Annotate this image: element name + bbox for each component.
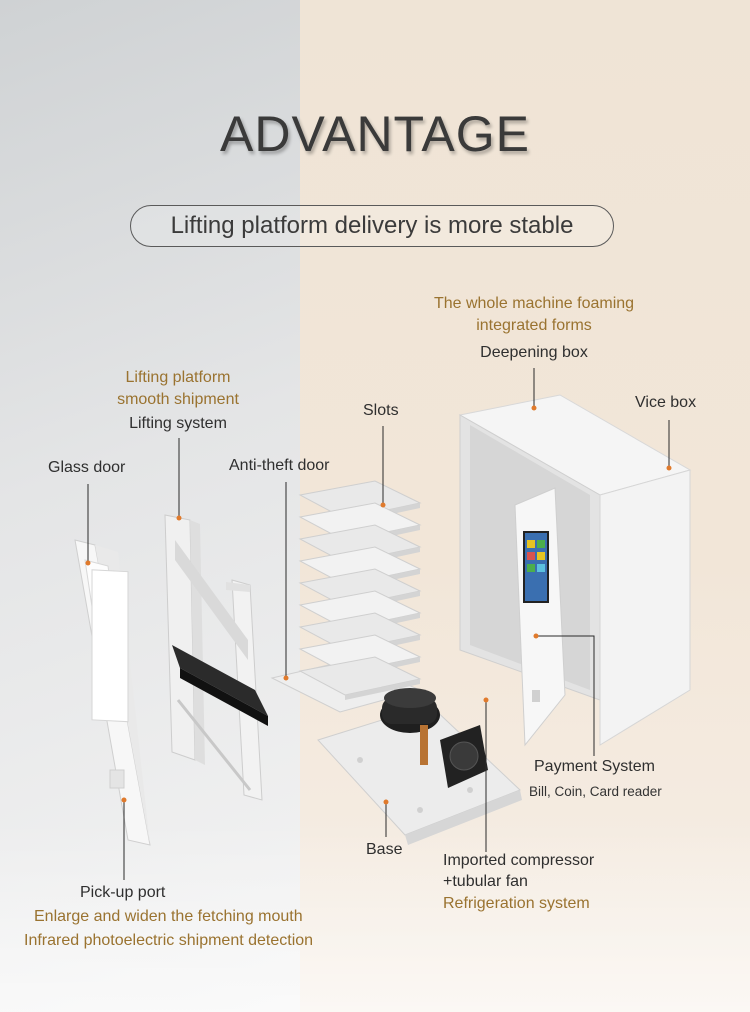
lifting-platform-label-line2: smooth shipment [117, 391, 239, 408]
payment-system-sub-label: Bill, Coin, Card reader [529, 784, 662, 799]
pick-up-gold-line2: Infrared photoelectric shipment detectio… [24, 932, 314, 949]
lifting-system-part [164, 514, 268, 801]
pick-up-port-label: Pick-up port [80, 884, 166, 901]
payment-system-label: Payment System [534, 758, 655, 775]
slots-label: Slots [363, 402, 399, 419]
lifting-system-label: Lifting system [129, 415, 227, 432]
subtitle-pill: Lifting platform delivery is more stable [130, 205, 614, 247]
lifting-platform-label-line1: Lifting platform [125, 369, 231, 386]
deepening-box-label: Deepening box [480, 344, 588, 361]
marker-dots [85, 405, 672, 805]
foaming-label-line1: The whole machine foaming [433, 295, 635, 312]
refrigeration-label: Refrigeration system [443, 895, 590, 912]
slot-tray-edge [345, 679, 420, 700]
background-floor [0, 820, 750, 1012]
vice-box-part [514, 487, 566, 747]
compressor-label-line1: Imported compressor [443, 852, 595, 869]
slots-part [298, 480, 422, 700]
pick-up-gold-line1: Enlarge and widen the fetching mouth [34, 908, 303, 925]
glass-door-part [74, 539, 151, 846]
leader-lines [87, 368, 670, 880]
subtitle-text: Lifting platform delivery is more stable [170, 212, 574, 239]
deepening-box-part [458, 394, 692, 746]
compressor-label-line2: +tubular fan [443, 873, 528, 890]
anti-theft-door-label: Anti-theft door [229, 457, 330, 474]
foaming-label-line2: integrated forms [476, 317, 592, 334]
page-title: ADVANTAGE [220, 106, 530, 162]
vice-box-label: Vice box [635, 394, 697, 411]
compressor-part [380, 688, 488, 788]
glass-door-label: Glass door [48, 459, 126, 476]
base-label: Base [366, 841, 403, 858]
